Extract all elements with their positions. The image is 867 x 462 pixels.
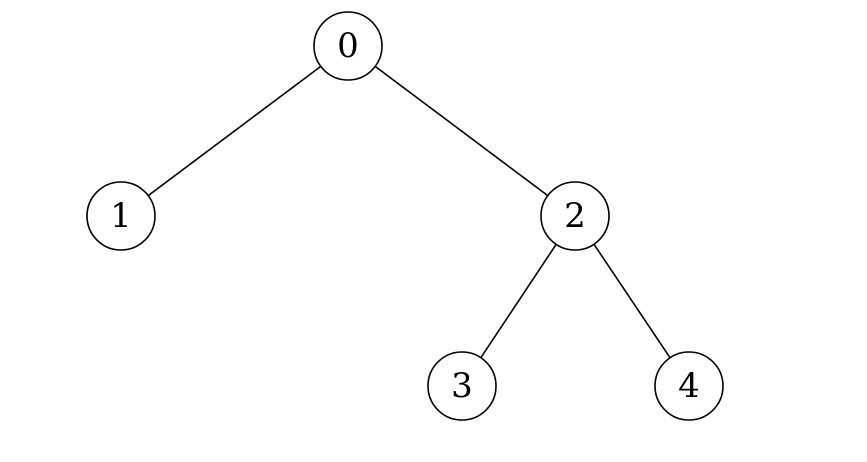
node-4: 4 [654,351,724,421]
node-1-circle [86,181,156,251]
node-3-label: 3 [451,366,473,406]
node-0-label: 0 [337,26,359,66]
node-3-circle [427,351,497,421]
node-1-label: 1 [110,196,132,236]
node-0: 0 [313,11,383,81]
node-4-label: 4 [678,366,700,406]
node-4-circle [654,351,724,421]
node-2: 2 [540,181,610,251]
edge-0-2 [347,45,576,217]
node-1: 1 [86,181,156,251]
node-0-circle [313,11,383,81]
edge-0-1 [120,45,349,217]
node-3: 3 [427,351,497,421]
node-2-label: 2 [564,196,586,236]
node-2-circle [540,181,610,251]
